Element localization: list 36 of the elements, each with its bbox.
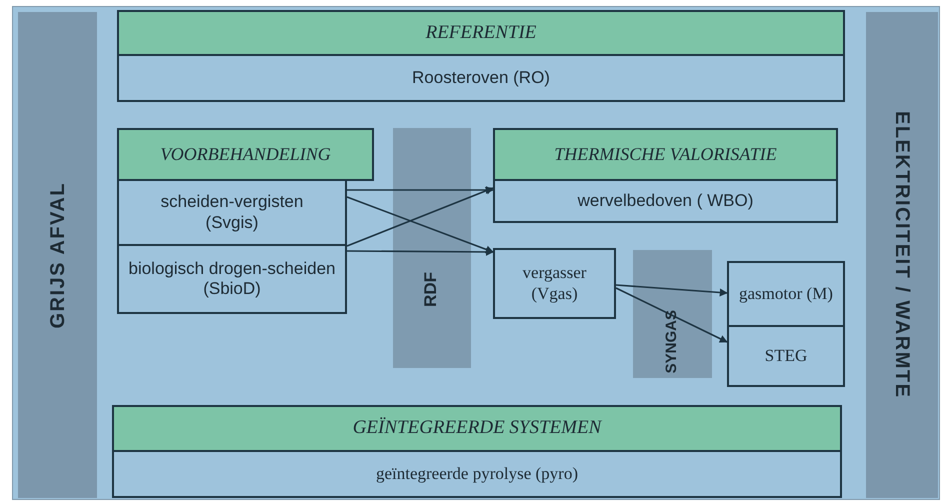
arrow [346,196,494,254]
stream-label: RDF [421,272,441,307]
section-header [112,405,842,452]
section-header [117,128,374,181]
process-box [493,248,616,319]
box-label: STEG [764,346,808,366]
box-label: Roosteroven (RO) [412,68,550,88]
process-box [493,179,838,223]
process-box [727,261,845,327]
section-title: GEÏNTEGREERDE SYSTEMEN [352,417,602,440]
stream-label: SYNGAS [663,310,681,374]
input-band [18,12,97,498]
arrow [616,284,728,296]
box-label: wervelbedoven ( WBO) [578,190,754,212]
box-label: vergasser (Vgas) [522,263,588,304]
section-title: REFERENTIE [426,22,536,44]
process-box [117,54,845,102]
process-box [117,179,347,246]
box-label: GRIJS AFVAL [46,182,70,328]
process-box [112,450,842,498]
section-header [493,128,838,181]
box-label: biologisch drogen-scheiden (SbioD) [128,258,336,300]
arrow [347,248,494,256]
box-label: gasmotor (M) [739,284,833,304]
box-label: scheiden-vergisten (Svgis) [160,192,304,233]
box-label: geïntegreerde pyrolyse (pyro) [376,464,578,484]
process-box [117,244,347,314]
arrow [347,186,494,194]
section-header [117,10,845,56]
process-box [727,325,845,387]
section-title: THERMISCHE VALORISATIE [554,144,777,166]
arrow [616,287,728,343]
box-label: ELEKTRICITEIT / WARMTE [890,111,914,399]
section-title: VOORBEHANDELING [160,144,331,166]
arrow [346,186,494,247]
output-band [866,12,938,498]
